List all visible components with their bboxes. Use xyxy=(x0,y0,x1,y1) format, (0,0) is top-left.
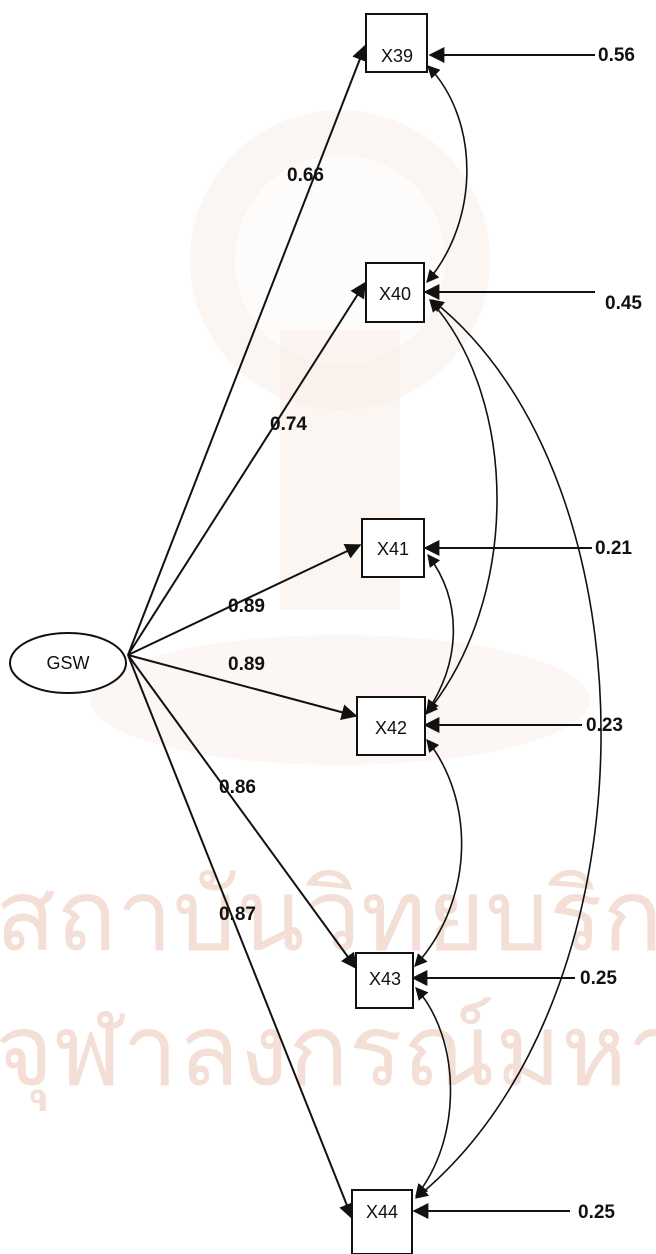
error-label-x41: 0.21 xyxy=(595,538,632,559)
loading-arrow-x42 xyxy=(127,654,358,721)
loading-label-x39: 0.66 xyxy=(287,165,324,186)
indicator-x41-label: X41 xyxy=(377,539,409,559)
loading-arrow-x39 xyxy=(127,44,368,656)
error-label-x44: 0.25 xyxy=(578,1202,615,1223)
loading-arrows xyxy=(127,44,368,1220)
indicator-x43: X43 xyxy=(355,952,414,1009)
watermark-line-2: จุฬาลงกรณ์มหาวิทยาลัย xyxy=(0,992,656,1112)
loading-labels: 0.66 0.74 0.89 0.89 0.86 0.87 xyxy=(219,165,324,925)
error-label-x39: 0.56 xyxy=(598,45,635,66)
indicator-x43-label: X43 xyxy=(369,969,401,989)
error-label-x42: 0.23 xyxy=(586,715,623,736)
indicator-x41: X41 xyxy=(361,518,425,578)
loading-label-x44: 0.87 xyxy=(219,904,256,925)
loading-label-x41: 0.89 xyxy=(228,596,265,617)
covariance-x41-x42 xyxy=(426,553,455,714)
indicator-x44-label: X44 xyxy=(366,1202,398,1222)
covariance-x40-x44 xyxy=(415,299,602,1199)
indicator-x42: X42 xyxy=(356,696,426,756)
covariance-x39-x40 xyxy=(426,65,468,283)
indicator-x40-label: X40 xyxy=(379,284,411,304)
loading-arrow-x43 xyxy=(127,654,357,970)
loading-label-x43: 0.86 xyxy=(219,777,256,798)
indicator-x39: X39 xyxy=(365,13,428,73)
indicator-x42-label: X42 xyxy=(375,718,407,738)
loading-label-x42: 0.89 xyxy=(228,654,265,675)
error-label-x40: 0.45 xyxy=(605,293,642,314)
loading-arrow-x44 xyxy=(127,654,355,1220)
watermark-line-1: สถาบันวิทยบริการ xyxy=(0,857,656,974)
indicator-x44: X44 xyxy=(351,1189,413,1254)
loading-arrow-x40 xyxy=(127,281,366,656)
watermark-seal xyxy=(90,110,590,765)
error-labels: 0.56 0.45 0.21 0.23 0.25 0.25 xyxy=(578,45,642,1223)
latent-gsw-label: GSW xyxy=(47,653,90,673)
loading-label-x40: 0.74 xyxy=(270,414,307,435)
error-label-x43: 0.25 xyxy=(580,968,617,989)
loading-arrow-x41 xyxy=(127,543,362,656)
error-covariance-curves xyxy=(414,65,602,1199)
covariance-x43-x44 xyxy=(415,987,452,1197)
indicator-x40: X40 xyxy=(365,262,425,323)
covariance-x40-x42 xyxy=(425,299,498,715)
indicator-x39-label: X39 xyxy=(381,46,413,66)
latent-gsw: GSW xyxy=(9,632,127,694)
covariance-x42-x43 xyxy=(414,738,463,967)
